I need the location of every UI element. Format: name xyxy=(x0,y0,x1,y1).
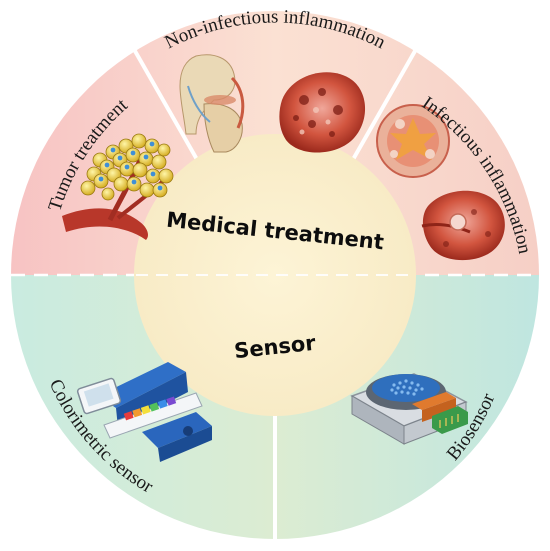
biosensor-chip-illustration xyxy=(350,373,468,445)
inflamed-tissue-illustration xyxy=(279,72,366,153)
colorimetric-device-illustration xyxy=(76,362,212,462)
knee-joint-illustration xyxy=(179,54,245,153)
tumor-illustration xyxy=(62,133,174,240)
center-disc xyxy=(134,134,416,416)
infected-tissue-illustration xyxy=(421,190,505,261)
infected-cell-illustration xyxy=(376,104,450,178)
segment-dividers xyxy=(133,49,417,543)
